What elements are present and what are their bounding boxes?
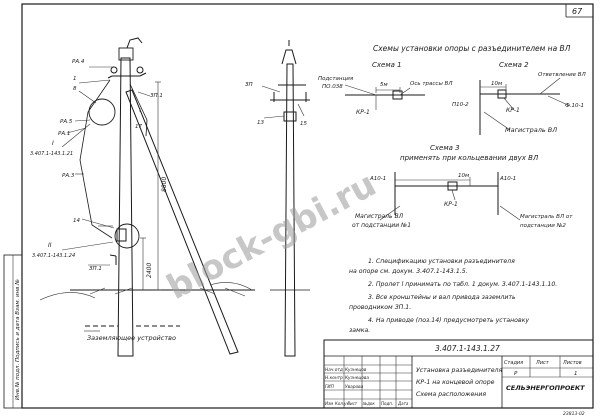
pole-label-8: 8 — [73, 86, 77, 92]
pole-label-ra1: РА.1 — [58, 131, 70, 137]
scheme2-label-kr1: КР-1 — [506, 107, 520, 114]
scheme3-diagram — [379, 172, 521, 221]
note-line: 3. Все кронштейны и вал привода заземлит… — [368, 294, 516, 301]
pole-label-ref-upper: 3.407.1-143.1.21 — [30, 151, 73, 157]
pole-dim-2400: 2400 — [146, 263, 153, 278]
pole-label-ref-lower: 3.407.1-143.1.24 — [32, 253, 75, 259]
tb-col-header: Изм — [325, 401, 333, 406]
scheme1-label-5m: 5м — [380, 82, 388, 88]
tb-organization: СЕЛЬЭНЕРГОПРОЕКТ — [506, 384, 585, 392]
pole-label-17: 17 — [135, 124, 142, 130]
watermark-text: block-gbi.ru — [160, 164, 382, 308]
note-line: на опоре см. докум. 3.407.1-143.1.5. — [349, 268, 468, 275]
tb-col-header: Лист — [346, 401, 358, 406]
tb-role: ГИП — [325, 384, 335, 390]
scheme3-title: Схема 3 — [430, 144, 460, 152]
scheme3-label-main-2: Магистраль ВЛ от — [520, 214, 573, 220]
tb-description: КР-1 на концевой опоре — [416, 379, 495, 386]
scheme2-label-f10-1: Ф.10-1 — [565, 103, 584, 109]
scheme3-label-a10-1-left: А10-1 — [369, 176, 386, 182]
tb-role: Н.контр — [325, 375, 343, 381]
pole-detail-mark-ii: II — [48, 242, 52, 249]
scheme3-label-kr1: КР-1 — [444, 201, 458, 208]
side-stamp-text: Инв.№ подл. Подпись и дата Взам. инв.№ — [15, 279, 21, 400]
scheme2-label-main: Магистраль ВЛ — [505, 126, 557, 134]
page-number: 67 — [572, 7, 583, 16]
tb-col-header: Кол.уч — [335, 401, 349, 406]
side-label-13: 13 — [257, 120, 264, 126]
scheme3-label-substation-2: подстанции №2 — [520, 223, 566, 229]
title-block-code: 3.407.1-143.1.27 — [435, 344, 500, 353]
tb-name: Кузнецов — [345, 367, 367, 373]
pole-side-view — [261, 40, 310, 357]
tb-stage-value: Р — [514, 371, 518, 377]
tb-col-header: Дата — [397, 401, 409, 406]
scheme1-label-kr1: КР-1 — [356, 109, 370, 116]
schemes-title: Схемы установки опоры с разъединителем н… — [373, 44, 571, 53]
scheme2-label-p10-2: П10-2 — [452, 102, 469, 108]
title-block — [323, 339, 594, 409]
scheme3-subtitle: применять при кольцевании двух ВЛ — [400, 154, 539, 162]
side-label-zp: ЗП — [245, 82, 253, 88]
tb-stage-header: Листов — [562, 360, 582, 366]
pole-label-ra3: РА.3 — [62, 173, 75, 179]
pole-label-zp1-upper: ЗП.1 — [150, 93, 163, 99]
pole-detail-mark-i: I — [52, 140, 54, 147]
scheme1-diagram — [344, 84, 425, 110]
pole-label-zp1-lower: ЗП.1 — [89, 266, 102, 272]
scheme1-label-po038: ПО.038 — [322, 84, 343, 90]
scheme2-diagram — [479, 77, 571, 135]
pole-label-14: 14 — [73, 218, 80, 224]
tb-stage-header: Лист — [535, 360, 550, 366]
scheme3-label-main-1: Магистраль ВЛ — [355, 213, 404, 220]
note-line: 1. Спецификацию установки разъединителя — [368, 258, 515, 265]
scheme1-label-substation: Подстанция — [318, 76, 354, 82]
tb-name: Уварова — [345, 384, 364, 390]
tb-stage-value: 1 — [574, 371, 578, 377]
footer-code: 23813-02 — [563, 411, 585, 417]
tb-col-header: №док — [362, 401, 375, 406]
tb-description: Схема расположения — [416, 391, 486, 398]
pole-label-ra5: РА.5 — [60, 119, 73, 125]
side-label-15: 15 — [300, 121, 307, 127]
scheme2-label-branch: Ответвление ВЛ — [538, 72, 586, 78]
pole-dim-8800: 8800 — [161, 177, 168, 192]
note-line: проводником ЗП.1. — [349, 304, 411, 311]
scheme1-label-axis: Ось трассы ВЛ — [410, 81, 452, 87]
scheme2-title: Схема 2 — [499, 61, 529, 69]
scheme3-label-10m: 10м — [458, 173, 469, 179]
tb-col-header: Подп. — [381, 401, 393, 406]
ground-device-label: Заземляющее устройство — [87, 334, 176, 342]
notes-block: 1. Спецификацию установки разъединителя … — [349, 258, 557, 334]
tb-name: Кузнецова — [345, 375, 369, 381]
sheet-frame — [21, 3, 594, 409]
tb-role: Нач.отд — [325, 367, 343, 373]
scheme1-title: Схема 1 — [372, 61, 402, 69]
pole-label-ra4: РА.4 — [72, 59, 85, 65]
scheme3-label-a10-1-right: А10-1 — [499, 176, 516, 182]
note-line: 4. На приводе (поз.14) предусмотреть уст… — [368, 317, 529, 324]
tb-stage-header: Стадия — [504, 360, 523, 366]
scheme2-label-10m: 10м — [491, 81, 502, 87]
note-line: замка. — [349, 327, 370, 334]
note-line: 2. Пролет l принимать по табл. 1 докум. … — [368, 280, 557, 288]
tb-description: Установка разъединителя — [416, 367, 502, 374]
scheme3-label-substation-1: от подстанции №1 — [352, 222, 411, 229]
pole-assembly — [39, 37, 255, 357]
pole-label-1: 1 — [73, 76, 77, 82]
